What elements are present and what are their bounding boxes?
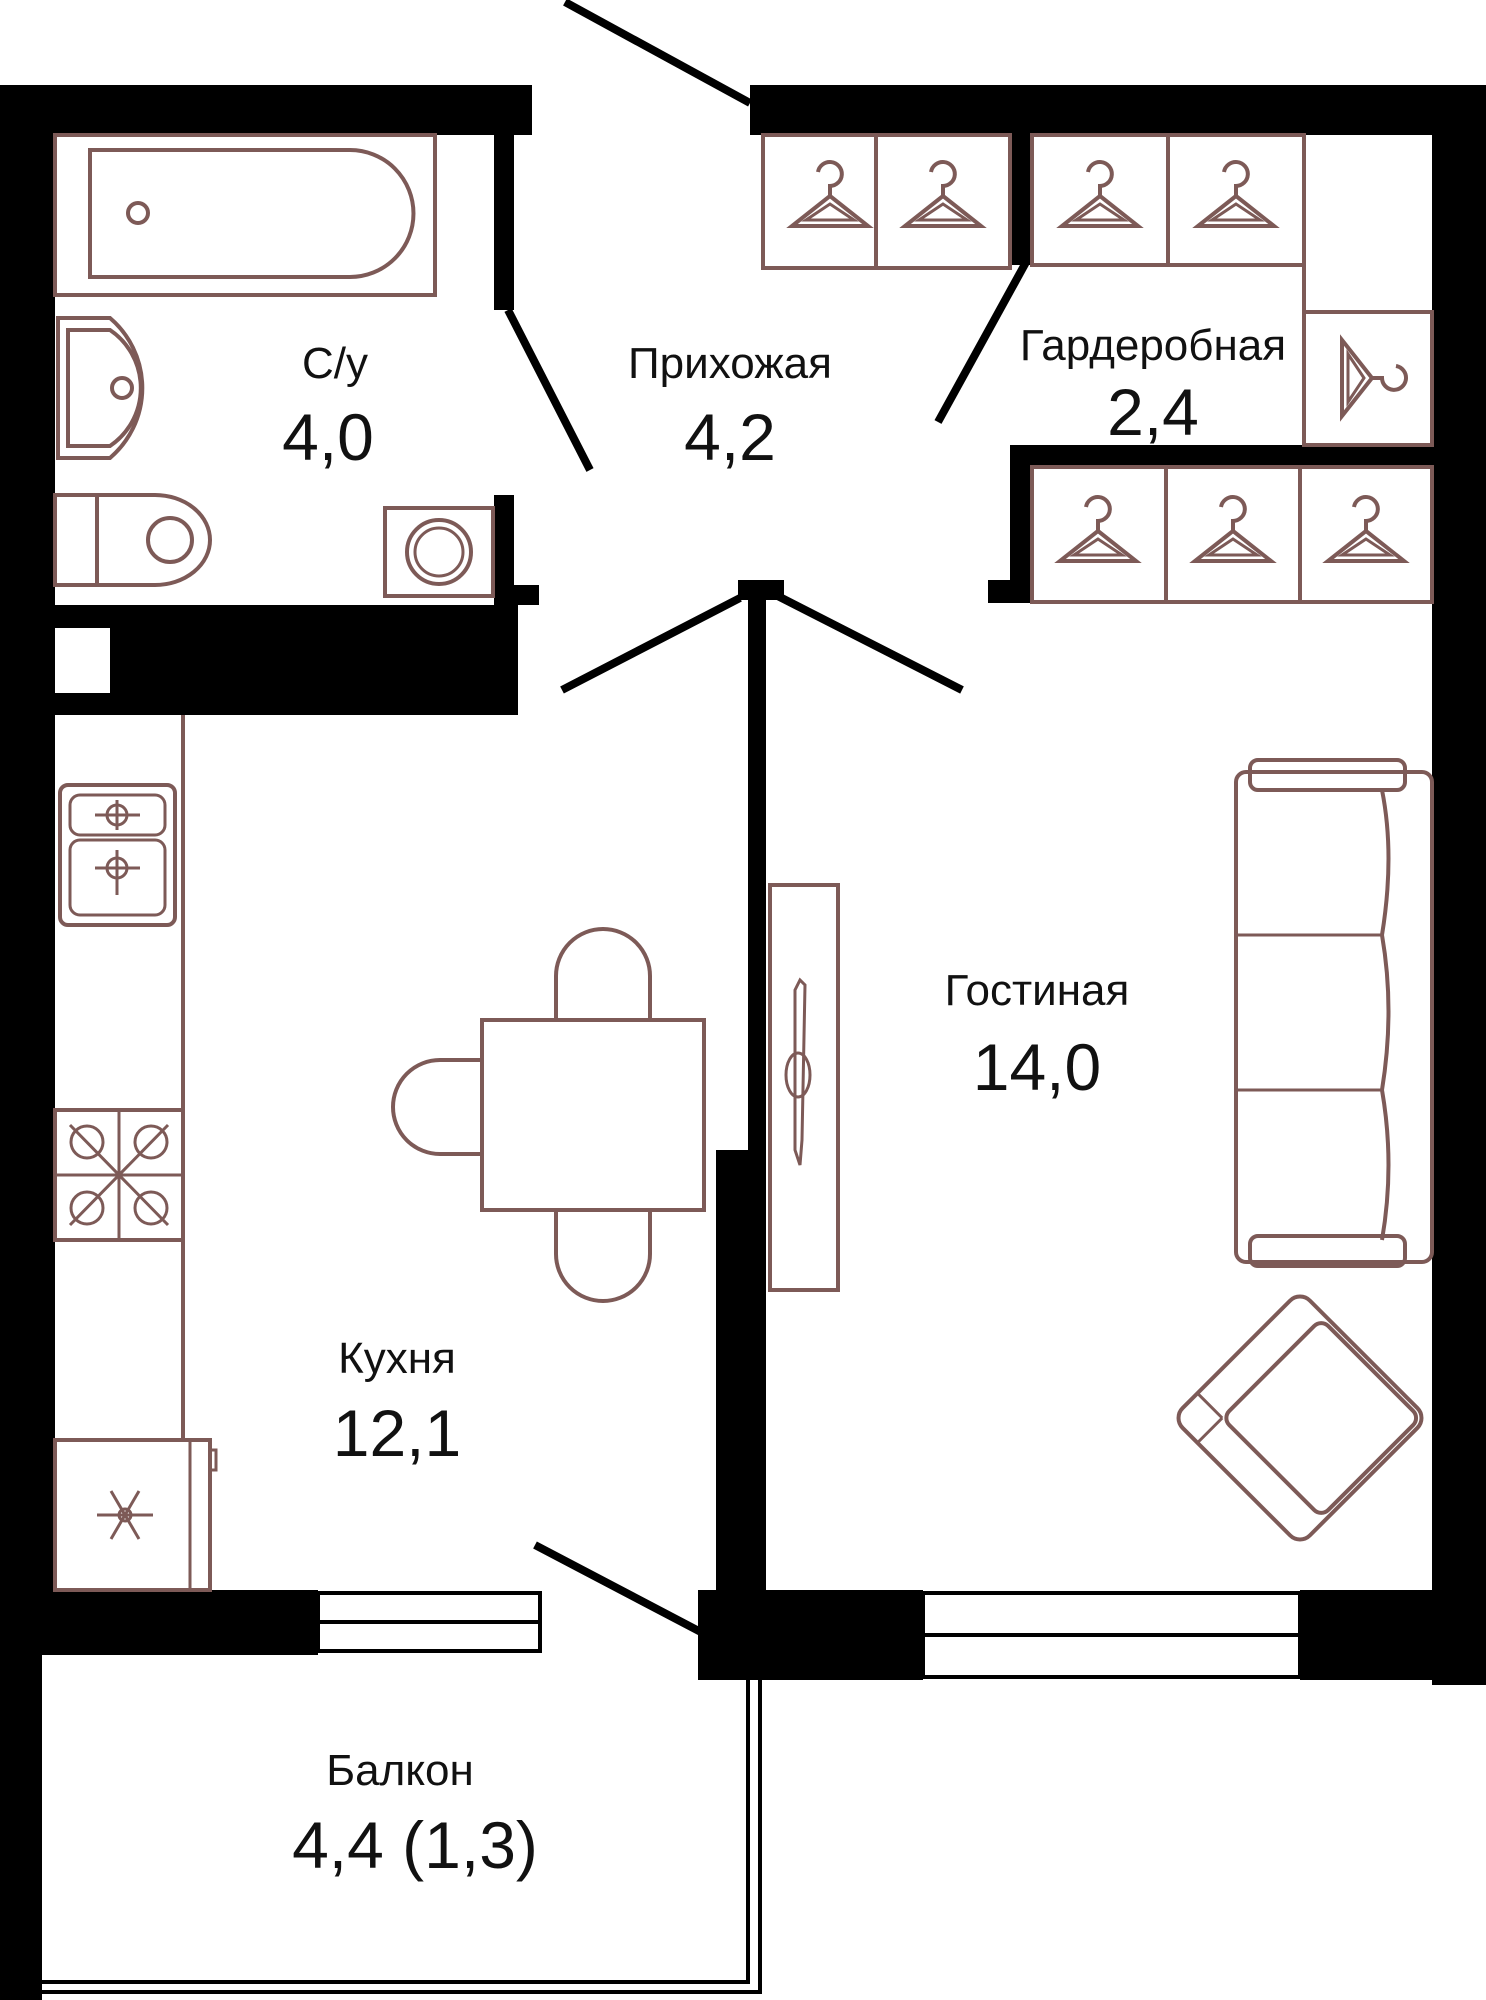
sofa-icon bbox=[1234, 758, 1434, 1268]
bathroom-area: 4,0 bbox=[282, 400, 374, 474]
walls bbox=[0, 85, 1486, 2000]
snowflake-icon bbox=[97, 1490, 153, 1540]
outer-wall-top-right bbox=[750, 85, 1450, 135]
wardrobe-wall-top bbox=[1010, 135, 1032, 265]
chair-icon bbox=[554, 927, 652, 1020]
wardrobe-cabinets bbox=[761, 133, 1434, 604]
hallway-area: 4,2 bbox=[684, 400, 776, 474]
outer-wall-top-left bbox=[0, 85, 532, 135]
hanger-icon bbox=[899, 160, 987, 228]
outer-wall-left bbox=[0, 85, 55, 1655]
bathroom-wall-lower bbox=[494, 495, 514, 605]
wardrobe-name: Гардеробная bbox=[1020, 321, 1286, 370]
kitchen-door[interactable] bbox=[560, 594, 742, 694]
balcony-area: 4,4 (1,3) bbox=[292, 1808, 538, 1882]
balcony-inner bbox=[42, 1680, 750, 1984]
chair-icon bbox=[391, 1058, 482, 1156]
kitchen-area: 12,1 bbox=[333, 1396, 461, 1470]
living-area: 14,0 bbox=[973, 1030, 1101, 1104]
shaft-opening bbox=[55, 628, 110, 693]
armchair-icon bbox=[1176, 1294, 1424, 1542]
bathtub-icon bbox=[53, 133, 437, 297]
dining-table-icon bbox=[480, 1018, 706, 1212]
wardrobe-wall-stub bbox=[988, 580, 1032, 603]
hanger-icon bbox=[1340, 334, 1408, 422]
hanger-icon bbox=[1192, 160, 1280, 228]
bottom-wall-pier bbox=[698, 1590, 923, 1680]
toilet-icon bbox=[53, 493, 212, 587]
wardrobe-wall-vertical bbox=[1010, 445, 1032, 603]
entrance-door[interactable] bbox=[563, 0, 752, 107]
living-name: Гостиная bbox=[945, 966, 1130, 1015]
fridge-icon bbox=[53, 1438, 218, 1592]
sink-icon bbox=[56, 316, 145, 460]
tv-stand-icon bbox=[768, 883, 840, 1292]
windows bbox=[42, 1591, 1302, 1994]
bathroom-wall-stub bbox=[494, 585, 539, 605]
balcony-name: Балкон bbox=[326, 1746, 474, 1795]
bottom-wall-right bbox=[1300, 1590, 1486, 1680]
hanger-icon bbox=[1054, 495, 1142, 563]
hanger-icon bbox=[786, 160, 874, 228]
bathroom-wall-upper bbox=[494, 135, 514, 310]
hanger-icon bbox=[1056, 160, 1144, 228]
room-labels: С/у 4,0 Прихожая 4,2 Гардеробная 2,4 Гос… bbox=[282, 321, 1286, 1882]
doors bbox=[504, 0, 1034, 1644]
partition-lower bbox=[716, 1150, 766, 1650]
wardrobe-wall-mid bbox=[1010, 445, 1432, 467]
hanger-icon bbox=[1322, 495, 1410, 563]
balcony-door[interactable] bbox=[533, 1541, 718, 1644]
balcony-wall-left bbox=[0, 1655, 42, 2000]
hallway-name: Прихожая bbox=[628, 339, 832, 388]
wardrobe-door[interactable] bbox=[934, 253, 1034, 424]
hanger-icons bbox=[786, 160, 1410, 563]
living-door[interactable] bbox=[764, 586, 964, 694]
balcony-outline bbox=[42, 1680, 762, 1994]
kitchen-name: Кухня bbox=[338, 1334, 456, 1383]
hob-icon bbox=[53, 1108, 185, 1242]
bottom-wall-kitchen bbox=[0, 1590, 318, 1655]
chair-icon bbox=[554, 1210, 652, 1303]
bathroom-name: С/у bbox=[302, 339, 368, 388]
sink-icon bbox=[58, 783, 177, 927]
washing-machine-icon bbox=[383, 506, 495, 598]
hanger-icon bbox=[1189, 495, 1277, 563]
wardrobe-area: 2,4 bbox=[1107, 375, 1199, 449]
outer-wall-right bbox=[1432, 85, 1486, 1685]
bathroom-door[interactable] bbox=[504, 308, 594, 472]
partition-upper bbox=[748, 580, 766, 1150]
